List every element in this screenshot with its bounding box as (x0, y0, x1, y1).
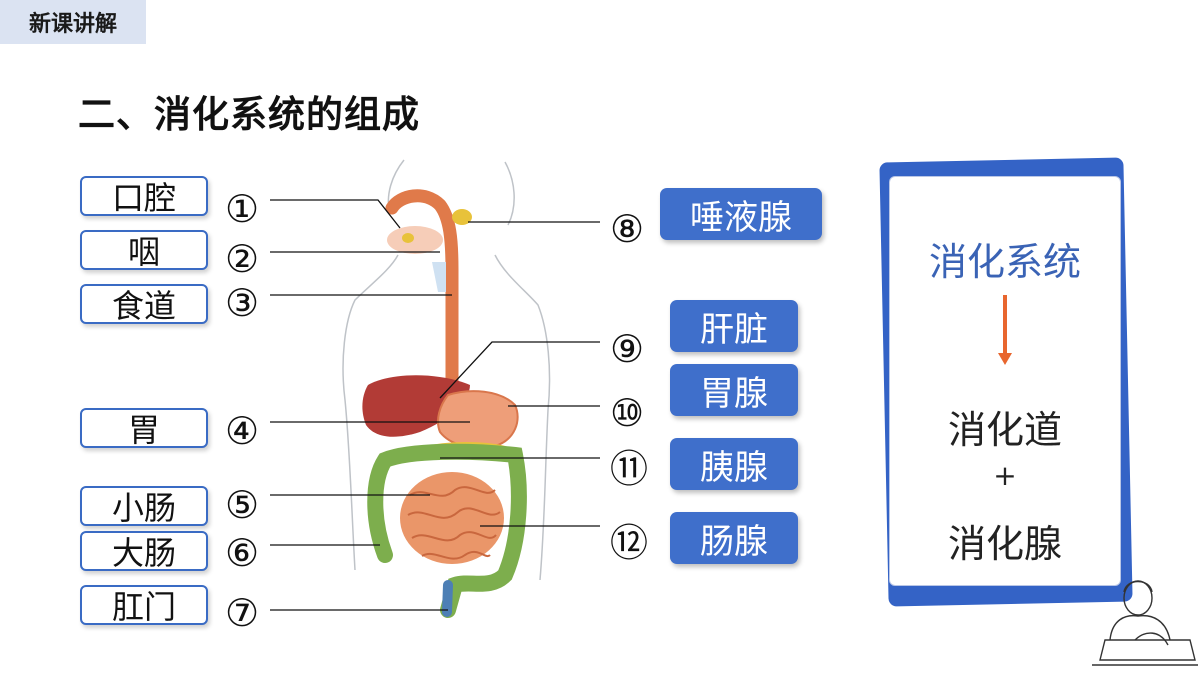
label-salivary-gland: 唾液腺 (660, 188, 822, 240)
leader-line-liver (439, 341, 600, 399)
number-3: ③ (225, 281, 260, 325)
large-intestine-shape (367, 443, 527, 618)
label-mouth: 口腔 (80, 176, 208, 217)
body-outline-left (342, 254, 399, 571)
number-2: ② (225, 237, 260, 281)
number-5: ⑤ (225, 483, 260, 527)
label-small-intestine: 小肠 (80, 486, 208, 527)
body-outline-right (494, 254, 551, 581)
label-intestinal-gland: 肠腺 (670, 512, 798, 564)
label-pharynx: 咽 (80, 230, 208, 271)
label-esophagus: 食道 (80, 284, 208, 325)
label-large-intestine: 大肠 (80, 531, 208, 572)
mouth-shape (387, 226, 443, 254)
number-10: ⑩ (610, 391, 645, 435)
leader-line-mouth (270, 199, 401, 229)
number-6: ⑥ (225, 531, 260, 575)
summary-plus: + (993, 459, 1017, 492)
salivary-gland-shape (452, 209, 472, 225)
rectum-shape (442, 580, 453, 617)
summary-title: 消化系统 (928, 240, 1081, 284)
number-11: ⑪ (610, 447, 649, 491)
number-1: ① (225, 187, 260, 231)
number-7: ⑦ (225, 591, 260, 635)
label-pancreas: 胰腺 (670, 438, 798, 490)
summary-card: 消化系统 消化道 + 消化腺 (889, 176, 1121, 586)
section-tag: 新课讲解 (0, 0, 146, 44)
summary-digestive-glands: 消化腺 (947, 522, 1062, 566)
number-12: ⑫ (610, 521, 649, 565)
head-outline (504, 161, 515, 226)
esophagus-shape (385, 189, 459, 387)
down-arrow-icon (998, 295, 1012, 365)
summary-digestive-tract: 消化道 (947, 408, 1062, 452)
number-4: ④ (225, 409, 260, 453)
page-title: 二、消化系统的组成 (78, 93, 420, 136)
trachea-shape (432, 262, 446, 292)
label-stomach: 胃 (80, 408, 208, 449)
label-anus: 肛门 (80, 585, 208, 626)
number-8: ⑧ (610, 207, 645, 251)
number-9: ⑨ (610, 327, 645, 371)
label-gastric-gland: 胃腺 (670, 364, 798, 416)
label-liver: 肝脏 (670, 300, 798, 352)
